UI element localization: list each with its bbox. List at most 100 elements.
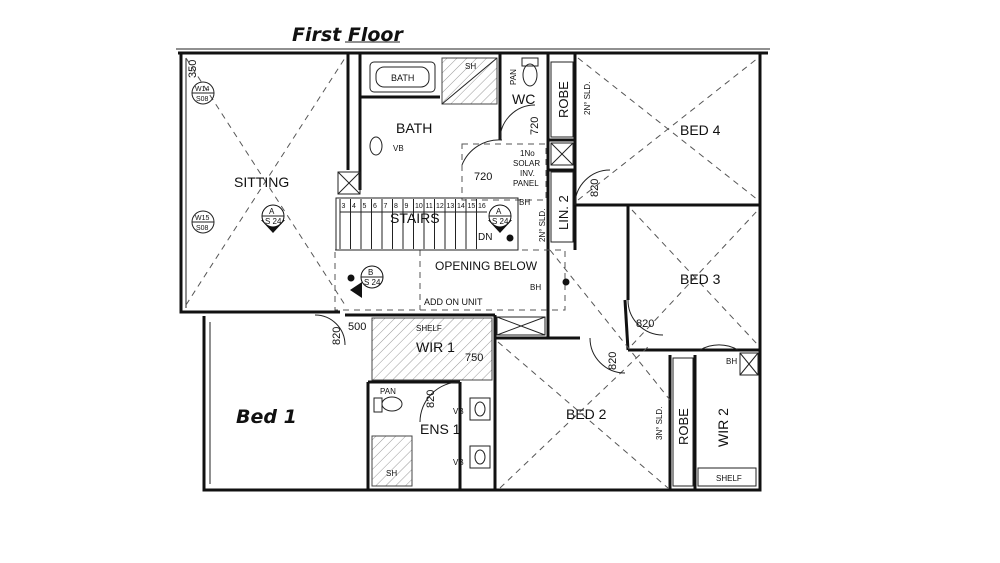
door-swings — [314, 104, 739, 423]
robe-top-box — [550, 61, 574, 138]
section-marker-b: B S 24 — [350, 265, 384, 298]
room-bed3: BED 3 — [680, 271, 721, 287]
wir-box-x — [496, 316, 546, 336]
pan-top-label: PAN — [509, 69, 518, 85]
bh-label-1: BH — [519, 198, 530, 207]
solar-panel-box — [461, 143, 547, 201]
ens-vanity-2 — [469, 445, 491, 469]
solar-label-3: INV. — [520, 169, 535, 178]
stair-step-number: 13 — [447, 203, 455, 210]
add-on-unit-label: ADD ON UNIT — [424, 297, 483, 307]
bh-label-3: BH — [726, 357, 737, 366]
room-robe-top: ROBE — [556, 81, 571, 118]
svg-text:S 24: S 24 — [265, 217, 282, 226]
stair-step-number: 3 — [342, 203, 346, 210]
stair-step-number: 14 — [457, 203, 465, 210]
dim-820-d: 820 — [331, 327, 343, 345]
bed2-sld-label: 3N° SLD. — [655, 407, 664, 440]
solar-label-4: PANEL — [513, 179, 539, 188]
bath-basin-icon — [369, 136, 383, 156]
stair-step-number: 15 — [468, 203, 476, 210]
shelf-label-2: SHELF — [716, 474, 742, 483]
dim-820-e: 820 — [425, 390, 437, 408]
downlight-dots — [347, 234, 570, 286]
stair-step-number: 11 — [426, 203, 433, 210]
window-marker-w15: W15 S08 — [191, 210, 215, 234]
svg-text:S08: S08 — [196, 96, 209, 103]
opening-below-label: OPENING BELOW — [435, 259, 538, 273]
pan-ens-label: PAN — [380, 387, 396, 396]
stairs-dn: DN — [478, 232, 492, 243]
dim-750: 750 — [465, 352, 483, 364]
dim-820-c: 820 — [607, 352, 619, 370]
window-marker-w14: W14 S08 — [191, 81, 215, 105]
room-robe-bed2: ROBE — [676, 408, 691, 445]
svg-text:S 24: S 24 — [492, 217, 509, 226]
svg-text:S08: S08 — [196, 225, 209, 232]
stair-step-number: 12 — [436, 203, 444, 210]
stair-step-number: 4 — [352, 203, 356, 210]
room-sitting: SITTING — [234, 174, 289, 190]
stair-step-number: 5 — [363, 203, 367, 210]
svg-text:B: B — [368, 268, 373, 277]
svg-text:A: A — [496, 207, 502, 216]
stair-step-number: 16 — [478, 203, 486, 210]
lin2-box — [550, 171, 574, 243]
room-wir1: WIR 1 — [416, 339, 455, 355]
room-wc: WC — [512, 91, 535, 107]
plan-title: First Floor — [292, 24, 404, 46]
lin-sld-label: 2N° SLD. — [538, 209, 547, 242]
svg-text:W15: W15 — [195, 215, 210, 222]
svg-text:W14: W14 — [195, 86, 210, 93]
dim-350: 350 — [187, 60, 199, 78]
wir2-shelf-box — [697, 467, 757, 487]
bath-tub — [369, 61, 436, 93]
shower-top-label: SH — [465, 62, 476, 71]
interior-walls — [204, 53, 760, 490]
robe-bed2-box — [672, 357, 694, 487]
room-stairs: STAIRS — [390, 210, 440, 226]
ens-toilet-icon — [381, 396, 403, 412]
bh-label-2: BH — [530, 283, 541, 292]
room-lin2: LIN. 2 — [556, 195, 571, 230]
stair-step-number: 6 — [373, 203, 377, 210]
shelf-label-1: SHELF — [416, 324, 442, 333]
wir1-hatch — [371, 317, 493, 381]
dim-720-a: 720 — [529, 117, 541, 135]
robe-box-x — [550, 142, 574, 166]
section-marker-a-left: A S 24 — [261, 204, 285, 233]
stair-step-number: 10 — [415, 203, 423, 210]
room-bed2: BED 2 — [566, 406, 607, 422]
room-bed4: BED 4 — [680, 122, 721, 138]
dim-720-b: 720 — [474, 171, 492, 183]
room-ens1: ENS 1 — [420, 421, 461, 437]
svg-text:S 24: S 24 — [364, 278, 381, 287]
vb-ens-label-1: VB — [453, 407, 464, 416]
solar-label-2: SOLAR — [513, 159, 540, 168]
sh-ens-label: SH — [386, 469, 397, 478]
vb-ens-label-2: VB — [453, 458, 464, 467]
stair-step-number: 9 — [405, 203, 409, 210]
solar-label-1: 1No — [520, 149, 535, 158]
ens-vanity-1 — [469, 397, 491, 421]
svg-text:A: A — [269, 207, 275, 216]
room-wir2: WIR 2 — [715, 408, 731, 447]
toilet-icon — [522, 63, 538, 87]
room-bath: BATH — [396, 120, 432, 136]
room-bed1: Bed 1 — [236, 406, 297, 428]
dim-500: 500 — [348, 321, 366, 333]
section-marker-a-right: A S 24 — [488, 204, 512, 233]
ens-shower-hatch — [371, 435, 413, 487]
dim-820-a: 820 — [589, 179, 601, 197]
bath-tub-label: BATH — [391, 73, 414, 83]
bath-vb-label: VB — [393, 144, 404, 153]
dim-820-b: 820 — [636, 318, 654, 330]
robe-sld-label: 2N° SLD. — [583, 82, 592, 115]
wir2-box-x — [739, 352, 759, 376]
stairs-outline — [335, 197, 519, 251]
stair-step-number: 8 — [394, 203, 398, 210]
stair-void-box — [337, 171, 361, 195]
outer-walls — [176, 48, 770, 492]
